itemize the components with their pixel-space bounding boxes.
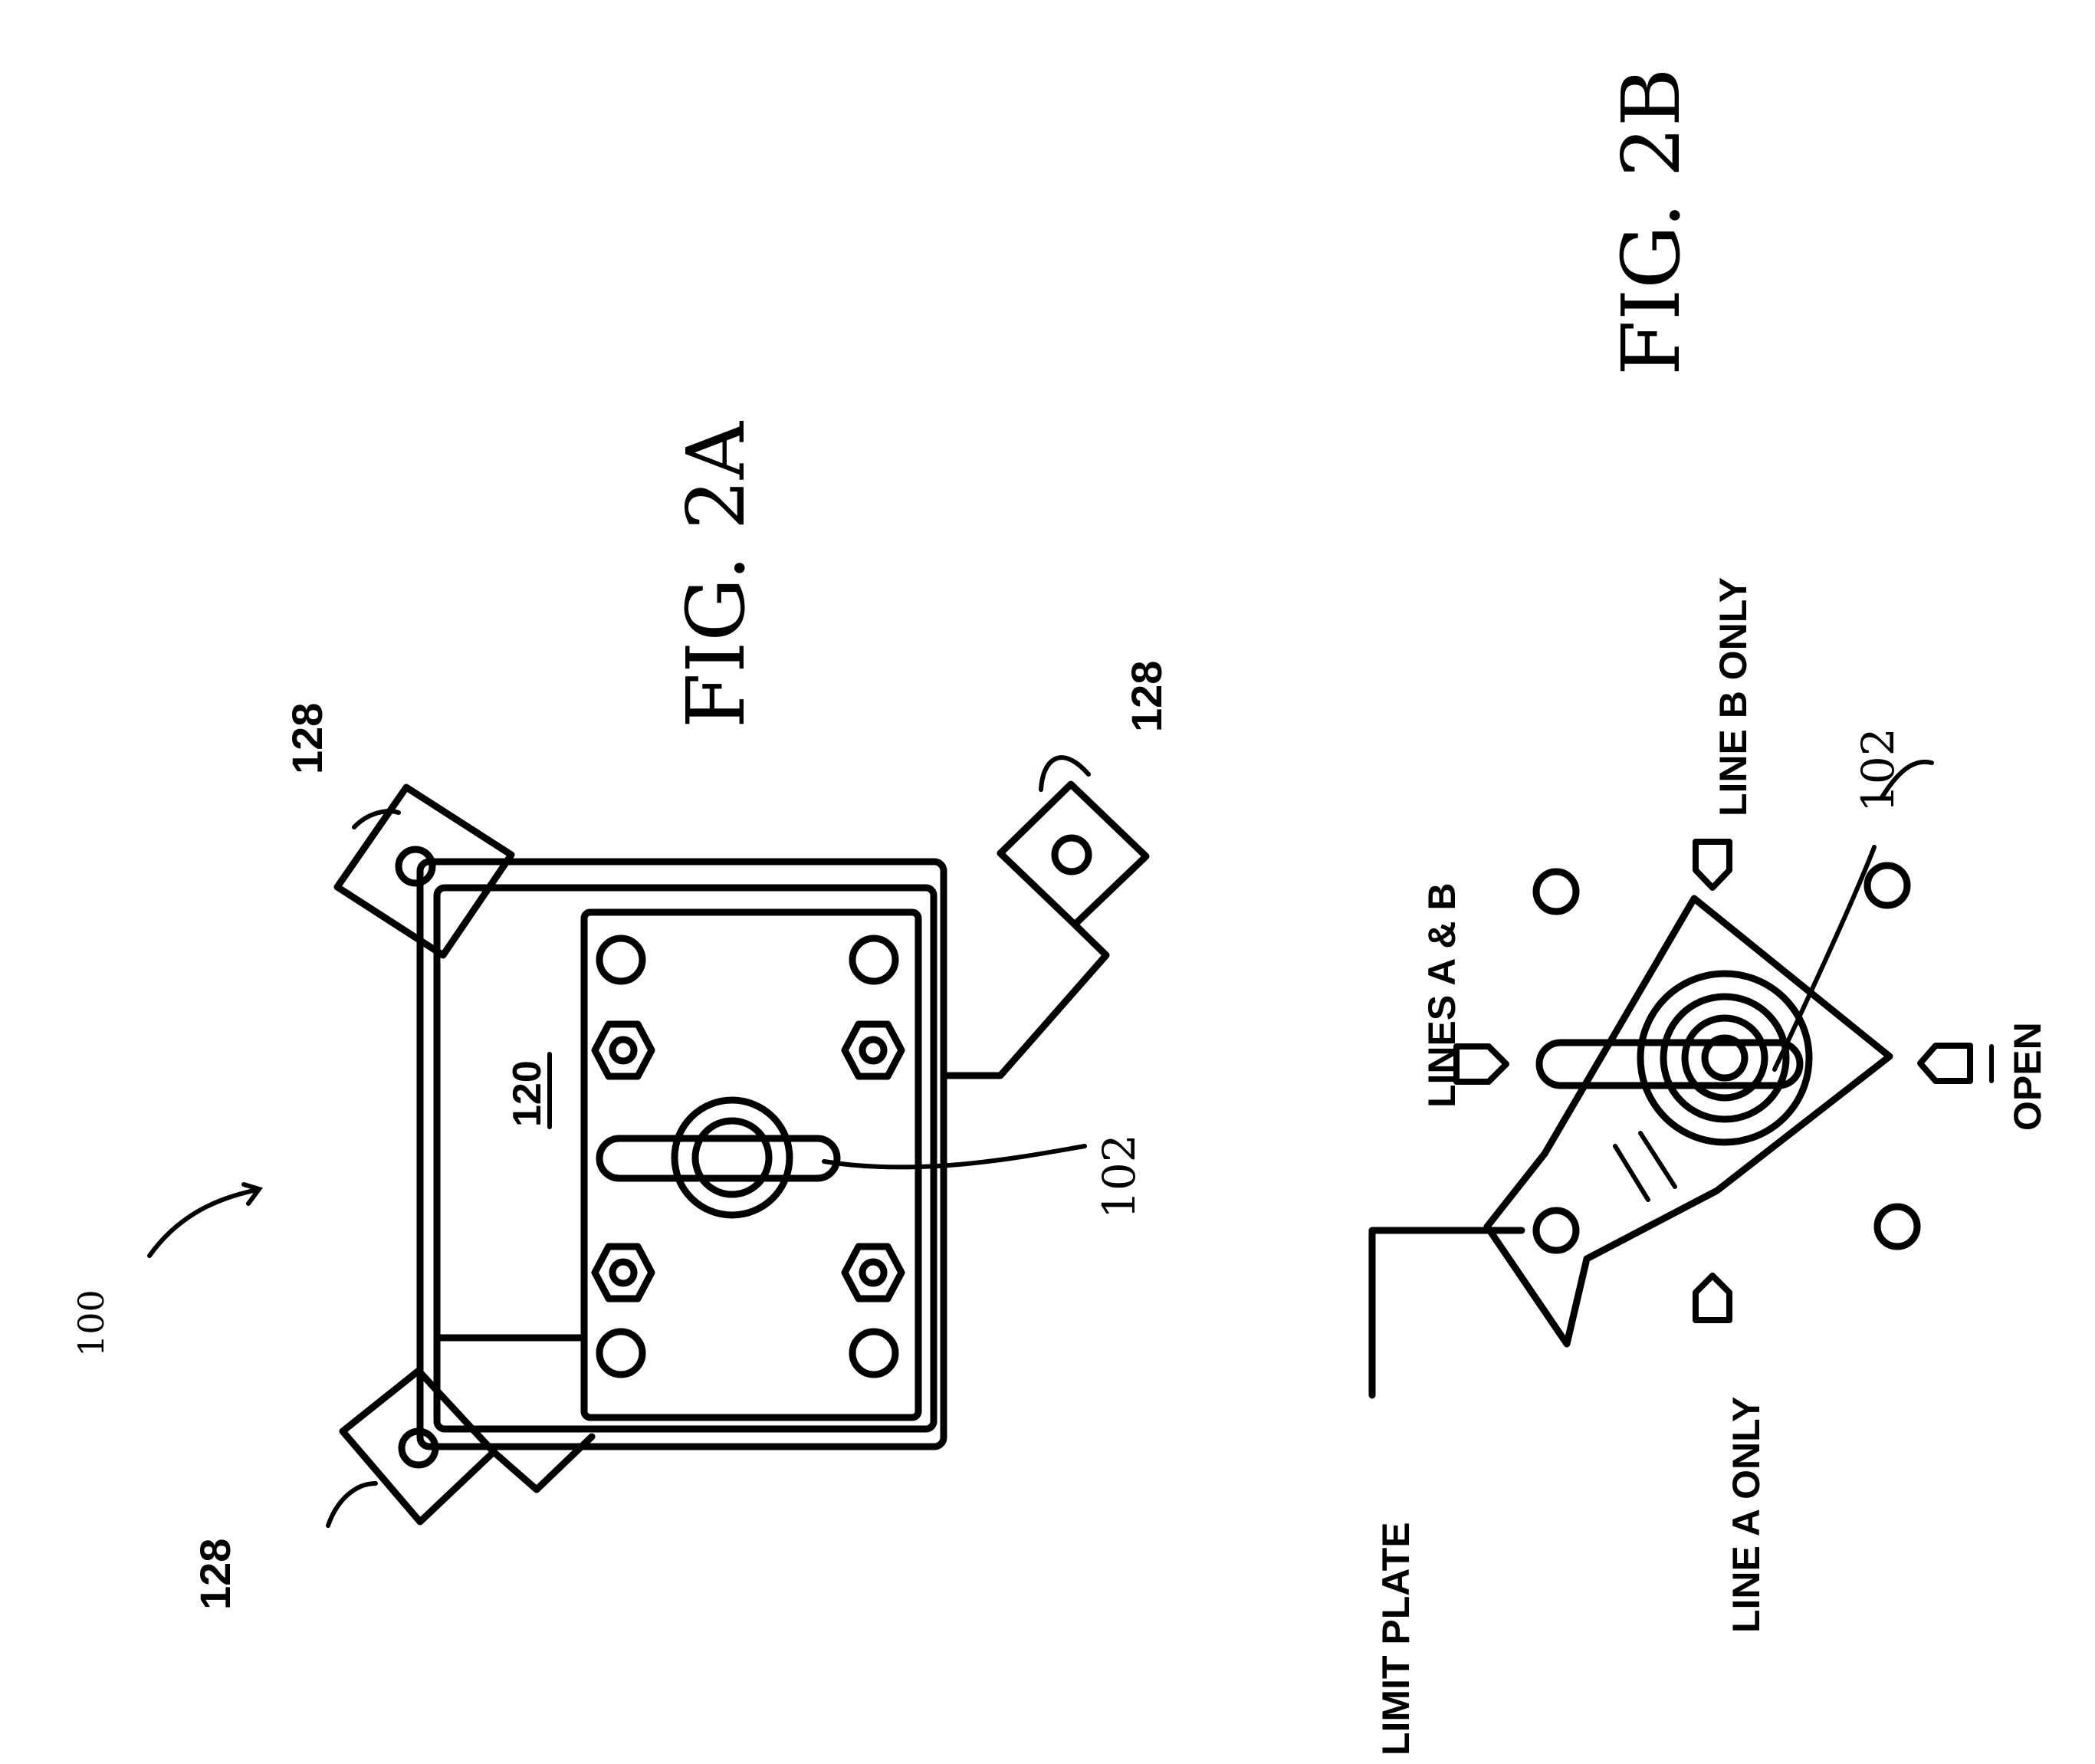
fig-2b-labels: FIG. 2B 102 LIMIT PLATE LINES A & B LINE… <box>1374 68 2049 1756</box>
label-line-a-only: LINE A ONLY <box>1725 1397 1768 1633</box>
ref-plate-120: 120 <box>505 1060 550 1127</box>
fig-2a: FIG. 2A 100 120 102 128 128 128 <box>71 420 1171 1610</box>
hex-nuts <box>591 1020 905 1302</box>
label-open: OPEN <box>2006 1022 2049 1131</box>
pointer-lines-a-b <box>1453 1043 1509 1085</box>
rotary-handle-102-2b <box>1535 970 1813 1146</box>
pointer-open <box>1917 1043 1973 1084</box>
ref-bracket-128-bottom-left: 128 <box>191 1539 239 1610</box>
pointer-line-a-only <box>1693 1273 1732 1323</box>
screw-holes <box>596 935 899 1378</box>
label-lines-a-b: LINES A & B <box>1420 882 1463 1108</box>
mounting-bracket-top-left <box>333 783 515 959</box>
handle-102-leader <box>1772 845 1877 1072</box>
mounting-bracket-top-right <box>940 780 1150 1079</box>
limit-plate-leader <box>1368 1227 1525 1399</box>
bracket-hole <box>1051 834 1092 875</box>
position-pointers <box>1453 839 1994 1323</box>
fig-2b: FIG. 2B 102 LIMIT PLATE LINES A & B LINE… <box>1368 68 2049 1756</box>
ref-bracket-128-top-right: 128 <box>1122 661 1171 732</box>
ref-handle-102-2b: 102 <box>1852 728 1904 813</box>
limit-plate-hole <box>1532 1207 1580 1254</box>
ref-assembly-100: 100 <box>71 1289 112 1357</box>
switch-housing-inner <box>433 884 937 1433</box>
leader-lines-2a <box>147 755 1091 1528</box>
bracket-hole <box>398 1427 439 1469</box>
fig-2b-title: FIG. 2B <box>1604 68 1698 376</box>
label-limit-plate: LIMIT PLATE <box>1374 1522 1417 1756</box>
detent-holes <box>1532 862 1921 1250</box>
bracket-hole <box>395 846 436 887</box>
label-line-b-only: LINE B ONLY <box>1712 577 1755 816</box>
rotary-handle-102 <box>596 1096 841 1219</box>
mounting-bracket-bottom-left <box>339 1367 596 1526</box>
switch-housing <box>416 858 947 1450</box>
ref-handle-102: 102 <box>1093 1134 1145 1219</box>
switch-body <box>416 858 947 1450</box>
limit-plate <box>1483 895 1893 1348</box>
handle-102-leader-tail <box>1880 759 1934 800</box>
fig-2a-title: FIG. 2A <box>669 420 763 728</box>
fig-2a-labels: FIG. 2A 100 120 102 128 128 128 <box>71 420 1171 1610</box>
pointer-line-b-only <box>1693 839 1732 891</box>
ref-bracket-128-top-left: 128 <box>283 703 331 774</box>
